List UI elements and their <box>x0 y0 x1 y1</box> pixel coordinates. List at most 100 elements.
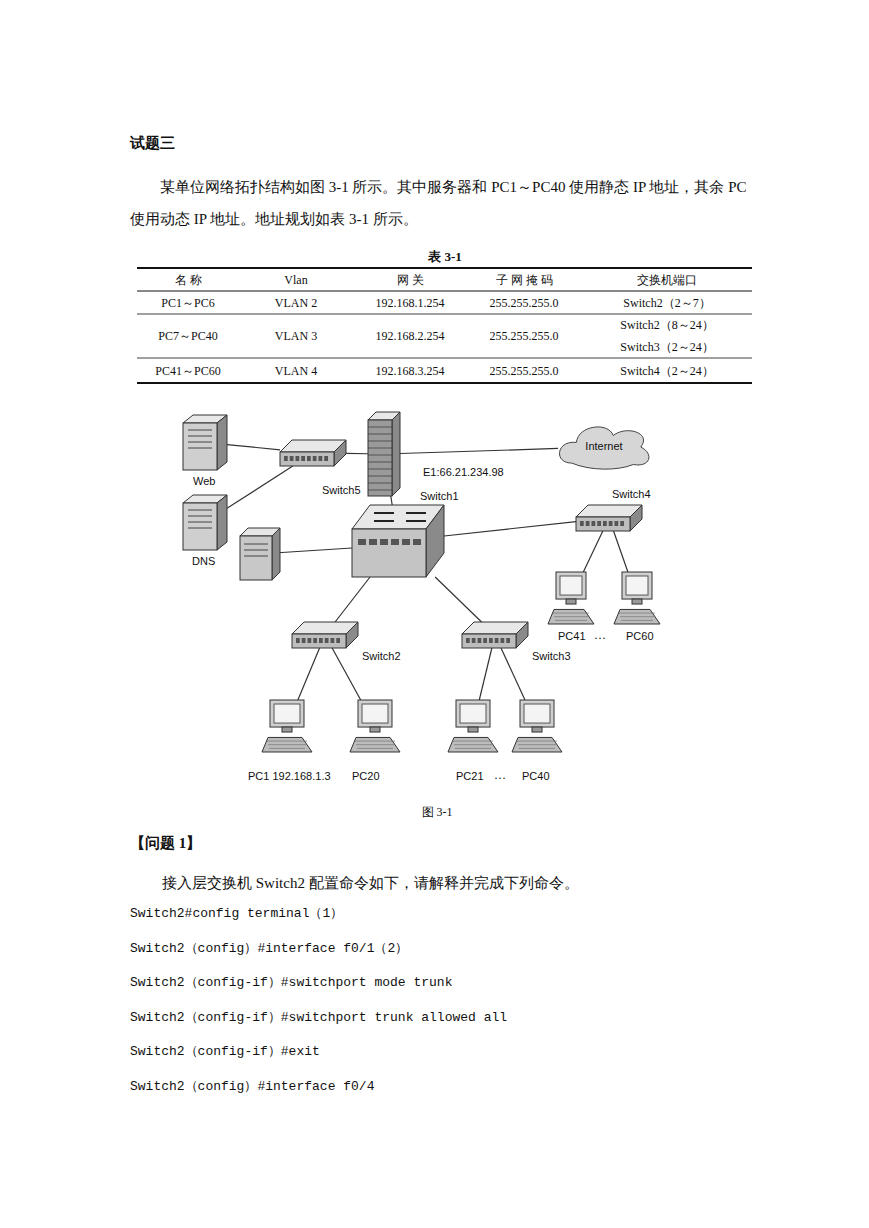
firewall-brick <box>368 462 392 463</box>
pc-icon <box>512 700 562 752</box>
switch-front <box>576 517 630 531</box>
device-label: Internet <box>585 440 622 454</box>
table-rule <box>137 358 752 359</box>
switch-port <box>313 456 317 461</box>
pc-icon <box>350 700 400 752</box>
pc-key-row <box>454 744 492 745</box>
server-side <box>272 528 280 580</box>
command-line: Switch2（config）#interface f0/1（2） <box>130 941 408 958</box>
pc-monitor <box>556 572 586 599</box>
switch-port <box>472 638 476 643</box>
table-rules <box>137 268 752 383</box>
switch-icon <box>292 622 358 648</box>
pc-key-row <box>268 744 306 745</box>
command-line: Switch2（config-if）#switchport trunk allo… <box>130 1010 507 1027</box>
switch-shape <box>462 622 528 648</box>
device-label: E1:66.21.234.98 <box>423 466 504 480</box>
table-cell: 交换机端口 <box>637 272 697 288</box>
network-link <box>391 496 392 505</box>
table-cell: VLAN 3 <box>275 328 317 344</box>
network-link <box>479 648 492 700</box>
core-port <box>369 539 377 545</box>
core-shape <box>352 505 444 577</box>
core-port <box>391 539 399 545</box>
server-slot <box>188 442 212 443</box>
network-link <box>444 522 576 536</box>
pc-stand <box>632 599 642 604</box>
pc-stand <box>532 727 542 732</box>
switch-side <box>346 622 358 648</box>
server-slot <box>188 436 212 437</box>
pc-icon <box>614 572 660 624</box>
pc-node: PC60 <box>614 572 660 624</box>
text-line: 接入层交换机 Switch2 配置命令如下，请解释并完成下列命令。 <box>162 874 579 894</box>
firewall-brick <box>368 476 392 477</box>
table-cell: Vlan <box>284 272 307 288</box>
device-label: PC60 <box>626 630 654 644</box>
switch-port <box>495 638 499 643</box>
command-line: Switch2（config）#interface f0/4 <box>130 1079 374 1096</box>
device-label: PC40 <box>522 770 550 784</box>
core-port <box>413 539 421 545</box>
server-slot <box>188 522 212 523</box>
network-link <box>501 648 525 700</box>
pc-shape <box>262 700 312 752</box>
server-node: Web <box>183 415 227 470</box>
network-link <box>227 466 293 508</box>
server-front <box>183 503 217 550</box>
pc-icon <box>548 572 594 624</box>
pc-monitor <box>456 700 490 727</box>
device-label: DNS <box>192 555 215 569</box>
device-label: Switch3 <box>532 650 571 664</box>
table-rule <box>137 314 752 315</box>
pc-screen <box>362 704 388 723</box>
text-line: 【问题 1】 <box>130 834 201 854</box>
switch-port <box>501 638 505 643</box>
switch-icon <box>576 505 642 531</box>
pc-screen <box>274 704 300 723</box>
command-line: Switch2#config terminal（1） <box>130 906 343 923</box>
core-icon <box>352 505 444 577</box>
table-cell: VLAN 4 <box>275 363 317 379</box>
server-shape <box>183 495 227 550</box>
pc-icon <box>262 700 312 752</box>
pc-keyboard <box>448 737 498 752</box>
table-cell: Switch2（2～7） <box>623 295 710 311</box>
switch-side <box>334 440 346 466</box>
server-icon <box>183 495 227 550</box>
firewall-brick <box>368 448 392 449</box>
switch-port <box>620 521 624 526</box>
pc-key-row <box>355 741 395 742</box>
table-cell: PC7～PC40 <box>158 328 217 344</box>
table-cell: 192.168.2.254 <box>376 328 445 344</box>
text-line: 表 3-1 <box>428 249 462 266</box>
switch-port <box>478 638 482 643</box>
pc-monitor <box>520 700 554 727</box>
server-icon <box>183 415 227 470</box>
firewall-brick <box>368 469 392 470</box>
switch-port <box>324 456 328 461</box>
pc-screen <box>460 704 486 723</box>
pc-node: PC1 192.168.1.3 <box>262 700 312 752</box>
switch-port <box>308 638 312 643</box>
command-line: Switch2（config-if）#switchport mode trunk <box>130 975 452 992</box>
switch-port <box>313 638 317 643</box>
pc-key-row <box>267 741 307 742</box>
device-label: Switch2 <box>362 650 401 664</box>
network-link <box>614 531 628 572</box>
switch-port <box>296 638 300 643</box>
pc-keyboard <box>548 609 594 624</box>
pc-monitor <box>622 572 652 599</box>
server-slot <box>244 556 268 557</box>
switch-node: Switch4 <box>576 505 642 531</box>
server-slot <box>188 528 212 529</box>
pc-key-row <box>619 613 655 614</box>
pc-node: PC21 <box>448 700 498 752</box>
table-cell: 255.255.255.0 <box>490 295 559 311</box>
pc-node: PC40 <box>512 700 562 752</box>
switch-port <box>586 521 590 526</box>
core-switch-side <box>426 505 444 577</box>
pc-shape <box>448 700 498 752</box>
server-front <box>183 423 217 470</box>
core-port <box>402 539 410 545</box>
